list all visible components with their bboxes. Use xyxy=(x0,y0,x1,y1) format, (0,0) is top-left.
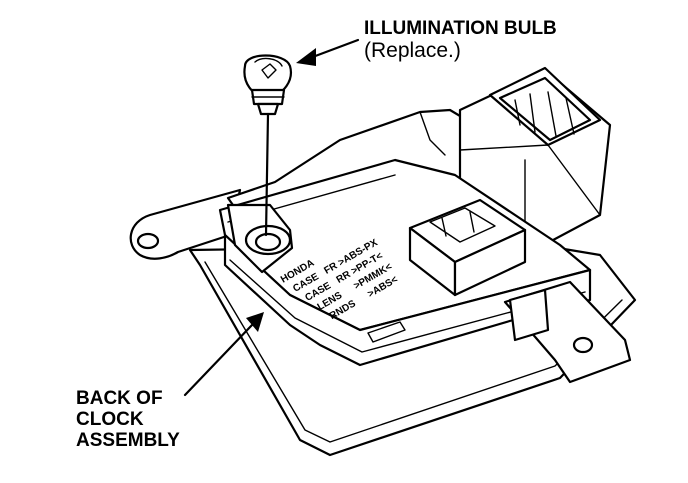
right-mounting-tab xyxy=(503,280,632,384)
bulb-socket xyxy=(226,203,294,274)
bulb-callout-note: (Replace.) xyxy=(364,39,461,62)
illumination-bulb-icon xyxy=(243,54,292,237)
assembly-callout-line3: ASSEMBLY xyxy=(76,430,180,451)
assembly-callout-arrow xyxy=(183,312,264,397)
assembly-callout-line2: CLOCK xyxy=(76,409,144,430)
bulb-callout-arrow xyxy=(296,38,360,66)
center-connector xyxy=(408,198,527,297)
retaining-clip xyxy=(367,321,406,343)
bulb-callout-title: ILLUMINATION BULB xyxy=(364,18,557,39)
right-tab-hole xyxy=(572,336,594,354)
assembly-callout-line1: BACK OF xyxy=(76,388,163,409)
left-tab-hole xyxy=(136,232,160,250)
left-mounting-tab xyxy=(129,188,242,260)
